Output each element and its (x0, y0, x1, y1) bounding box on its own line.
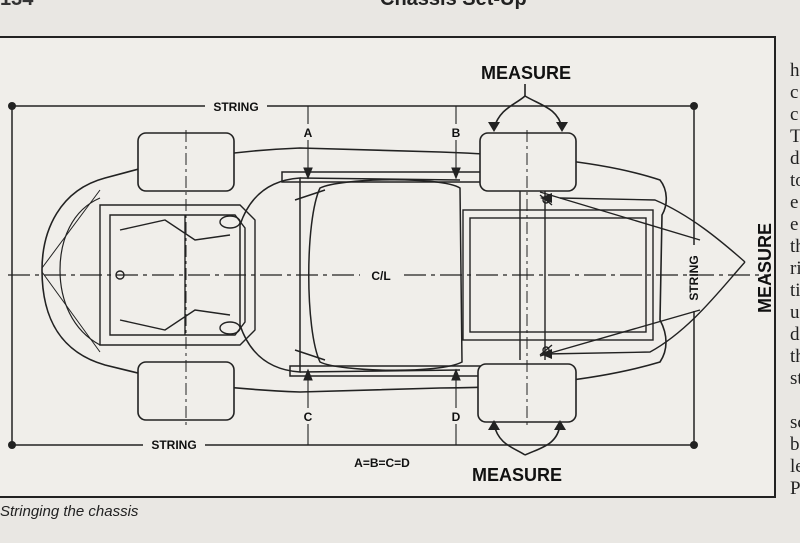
side-text-line: e (790, 214, 799, 235)
corner-dot-tl (8, 102, 16, 110)
equation-label: A=B=C=D (354, 456, 410, 470)
measure-bottom-label: MEASURE (472, 465, 562, 485)
side-text-line: th (790, 346, 800, 367)
string-lines (11, 105, 695, 446)
measure-arrows-bottom (493, 423, 561, 456)
side-text-line: le (790, 456, 800, 477)
page-header: 134 Chassis Set-Up (0, 0, 800, 11)
page-number: 134 (0, 0, 33, 11)
label-c: C (304, 410, 313, 424)
side-text-line: st (790, 368, 800, 389)
side-text-line: b (790, 434, 800, 455)
side-text-line: h (790, 60, 800, 81)
wheel-rear-left (479, 132, 577, 192)
side-text-line: ti (790, 280, 800, 301)
label-b: B (452, 126, 461, 140)
wheels (137, 132, 577, 423)
string-bottom-label: STRING (151, 438, 196, 452)
side-text-line: c (790, 104, 799, 125)
side-text-line: u (790, 302, 800, 323)
side-text-line: d (790, 148, 800, 169)
side-text-line: e (790, 192, 799, 213)
side-text-line: T (790, 126, 800, 147)
chapter-title: Chassis Set-Up (380, 0, 527, 11)
label-d: D (452, 410, 461, 424)
side-text-column: h c c T d to e e th ri ti u d th st sc b… (790, 60, 800, 500)
corner-dot-tr (690, 102, 698, 110)
corner-dot-bl (8, 441, 16, 449)
string-corner-dots (8, 102, 698, 449)
figure-caption: Stringing the chassis (0, 503, 139, 520)
string-top-label: STRING (213, 100, 258, 114)
side-text-line: sc (790, 412, 800, 433)
front-frame (99, 204, 256, 346)
measure-arrows-right (539, 191, 746, 357)
label-a: A (304, 126, 313, 140)
string-right-label: STRING (687, 255, 701, 300)
corner-dot-br (690, 441, 698, 449)
centerline-label: C/L (371, 269, 390, 283)
side-text-line: to (790, 170, 800, 191)
measure-right-label: MEASURE (755, 223, 775, 313)
side-text-line: th (790, 236, 800, 257)
side-text-line (790, 390, 800, 412)
side-text-line: d (790, 324, 800, 345)
side-text-line: ri (790, 258, 800, 279)
measure-top-label: MEASURE (481, 63, 571, 83)
side-text-line: P (790, 478, 800, 499)
side-text-line: c (790, 82, 799, 103)
